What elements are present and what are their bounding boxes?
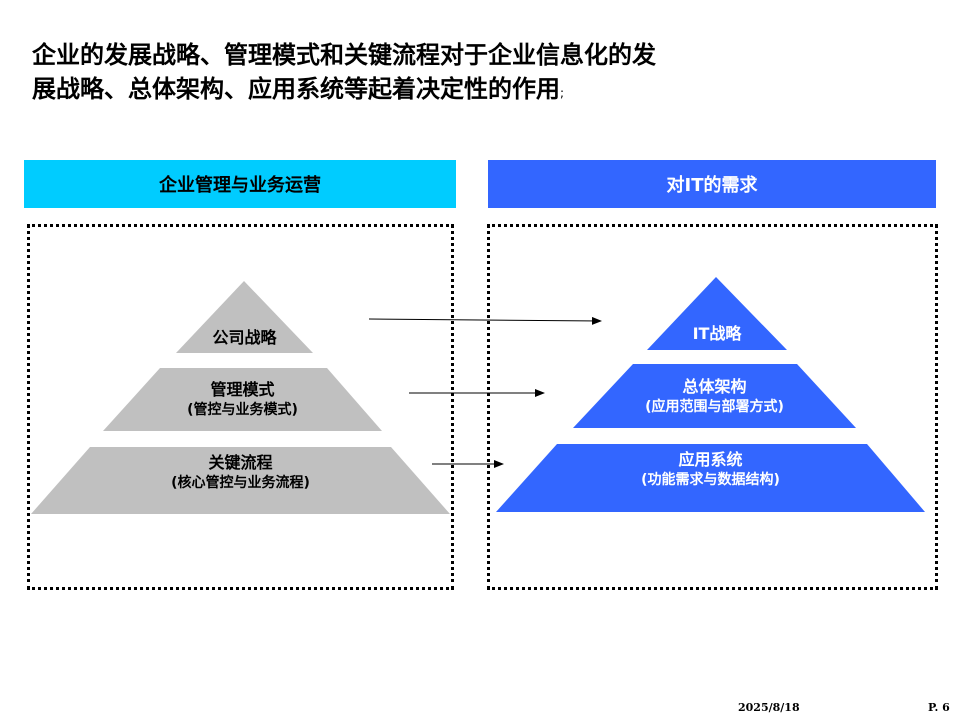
title-line-1: 企业的发展战略、管理模式和关键流程对于企业信息化的发	[32, 41, 656, 69]
strategy-arrow	[368, 316, 602, 325]
level-title: 总体架构	[682, 377, 747, 396]
level-subtitle: (核心管控与业务流程)	[171, 475, 310, 491]
footer-page-number: P. 6	[928, 701, 950, 714]
it-level-2-label: 总体架构 (应用范围与部署方式)	[573, 377, 856, 417]
business-level-1-label: 公司战略	[176, 328, 313, 348]
business-pyramid-middle	[103, 368, 382, 431]
it-requirements-header: 对IT的需求	[488, 160, 936, 208]
business-level-3-label: 关键流程 (核心管控与业务流程)	[31, 453, 450, 493]
footer-date: 2025/8/18	[738, 701, 800, 714]
business-operations-header: 企业管理与业务运营	[24, 160, 456, 208]
business-level-2-label: 管理模式 (管控与业务模式)	[103, 380, 382, 420]
level-subtitle: (应用范围与部署方式)	[645, 399, 784, 415]
page-title: 企业的发展战略、管理模式和关键流程对于企业信息化的发 展战略、总体架构、应用系统…	[32, 38, 752, 110]
title-line-2-text: 展战略、总体架构、应用系统等起着决定性的作用	[32, 75, 560, 103]
level-title: IT战略	[692, 324, 742, 343]
level-title: 应用系统	[678, 450, 743, 469]
it-pyramid-top	[647, 277, 787, 350]
business-pyramid-frame	[27, 224, 454, 590]
it-level-1-label: IT战略	[647, 324, 787, 344]
title-trailing: ;	[560, 86, 565, 100]
level-title: 关键流程	[208, 453, 273, 472]
it-pyramid-middle	[573, 364, 856, 428]
level-subtitle: (管控与业务模式)	[187, 402, 298, 418]
title-line-2: 展战略、总体架构、应用系统等起着决定性的作用;	[32, 72, 752, 110]
business-pyramid-bottom	[31, 447, 450, 514]
it-pyramid-bottom	[496, 444, 925, 512]
it-level-3-label: 应用系统 (功能需求与数据结构)	[496, 450, 925, 490]
it-pyramid-frame	[487, 224, 938, 590]
business-pyramid-top	[176, 281, 313, 353]
level-title: 公司战略	[212, 328, 277, 347]
level-title: 管理模式	[210, 380, 275, 399]
level-subtitle: (功能需求与数据结构)	[641, 472, 780, 488]
